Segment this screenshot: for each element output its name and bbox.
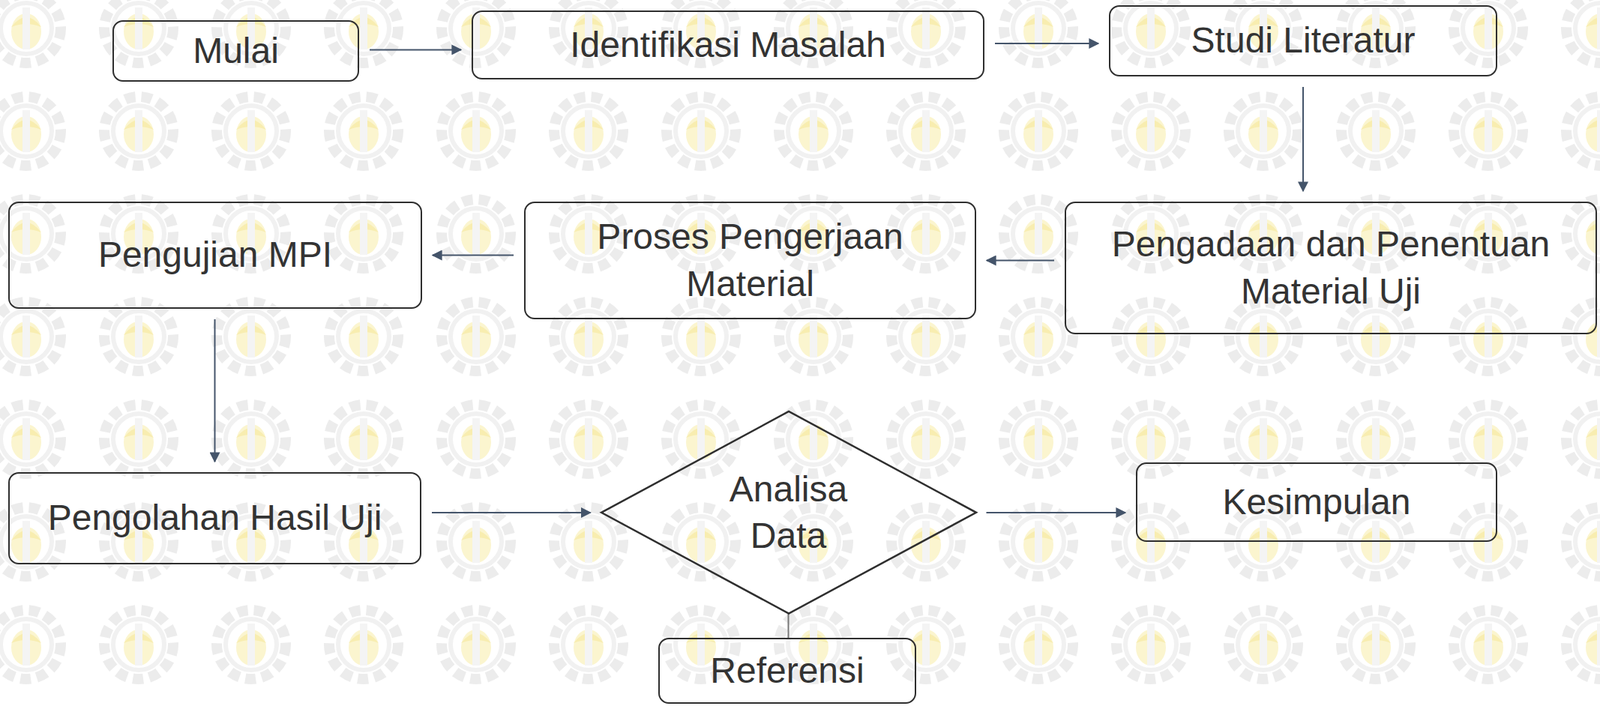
node-label: Studi Literatur bbox=[1191, 17, 1416, 64]
connector-line bbox=[788, 614, 790, 639]
start-box: Mulai bbox=[112, 20, 360, 82]
node-label: Identifikasi Masalah bbox=[569, 21, 887, 69]
end-box: Kesimpulan bbox=[1135, 462, 1498, 543]
node-label: Pengolahan Hasil Uji bbox=[47, 494, 383, 542]
flow-arrow bbox=[986, 512, 1127, 514]
decision-diamond: Analisa Data bbox=[601, 411, 977, 615]
flow-arrow bbox=[994, 42, 1099, 45]
node-label: Analisa Data bbox=[702, 466, 875, 561]
process-box: Identifikasi Masalah bbox=[471, 10, 985, 80]
process-box: Pengolahan Hasil Uji bbox=[8, 472, 422, 565]
flow-arrow bbox=[431, 512, 591, 514]
flow-arrow bbox=[432, 254, 514, 257]
node-label: Proses Pengerjaan Material bbox=[543, 213, 957, 308]
flow-arrow bbox=[986, 260, 1055, 262]
flow-arrow bbox=[369, 48, 462, 51]
node-label: Mulai bbox=[192, 27, 279, 75]
process-box: Proses Pengerjaan Material bbox=[524, 201, 977, 320]
process-box: Studi Literatur bbox=[1108, 5, 1498, 77]
reference-box: Referensi bbox=[658, 638, 917, 705]
node-label: Pengujian MPI bbox=[98, 231, 333, 279]
node-label: Pengadaan dan Penentuan Material Uji bbox=[1084, 221, 1578, 315]
node-label: Referensi bbox=[710, 647, 864, 695]
process-box: Pengujian MPI bbox=[8, 201, 423, 309]
flow-arrow bbox=[214, 319, 216, 462]
diamond-outline bbox=[601, 411, 977, 615]
node-label: Kesimpulan bbox=[1222, 479, 1412, 526]
flow-arrow bbox=[1302, 86, 1304, 192]
process-box: Pengadaan dan Penentuan Material Uji bbox=[1064, 201, 1598, 335]
